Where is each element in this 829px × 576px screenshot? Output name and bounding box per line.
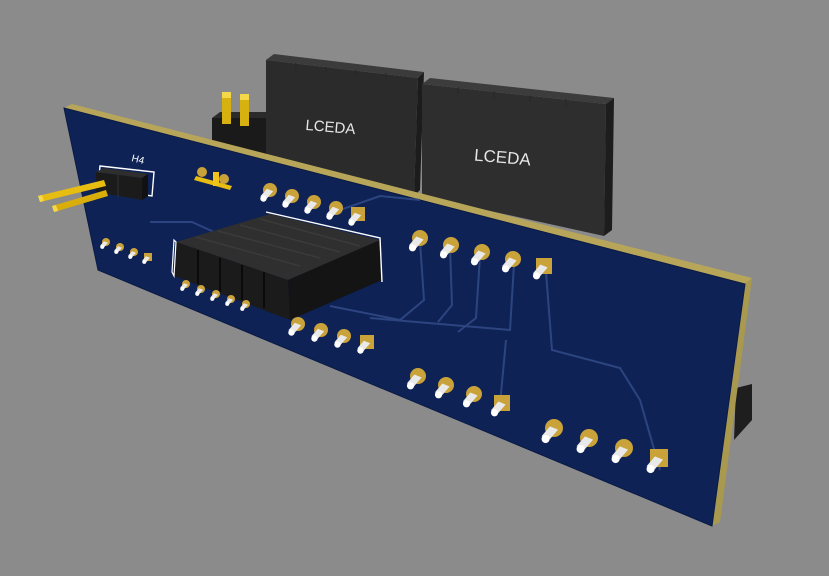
tht-pad: [142, 253, 152, 264]
h4-right-angle-header: [38, 168, 148, 212]
tht-pad: [541, 419, 563, 444]
tht-pad: [611, 439, 633, 464]
tht-pad: [282, 189, 299, 208]
tht-pad: [576, 429, 598, 454]
female-header-10pin: [171, 211, 383, 320]
tht-pad: [490, 395, 510, 417]
tht-pad: [210, 290, 220, 301]
tht-pad: [434, 377, 454, 399]
module-right-label: LCEDA: [473, 146, 532, 170]
tht-pad: [408, 230, 428, 252]
copper-traces: [150, 194, 661, 471]
rear-module-left: LCEDA: [266, 54, 424, 196]
tht-pad: [288, 317, 305, 336]
tht-pad: [225, 295, 235, 306]
tht-pad: [195, 285, 205, 296]
tht-pad: [646, 449, 668, 474]
jumper-pad-gold: [194, 167, 232, 190]
tht-pad: [406, 368, 426, 390]
tht-pad: [470, 244, 490, 266]
tht-pad: [348, 207, 365, 226]
tht-pad: [501, 251, 521, 273]
tht-pad: [326, 201, 343, 220]
tht-pad: [334, 329, 351, 348]
module-left-label: LCEDA: [305, 117, 356, 138]
tht-pad: [462, 386, 482, 408]
tht-pad: [304, 195, 321, 214]
tht-pad: [180, 280, 190, 291]
tht-pad: [439, 237, 459, 259]
rear-module-right: LCEDA: [422, 78, 614, 236]
tht-pad: [100, 238, 110, 249]
tht-pad: [128, 248, 138, 259]
designator-h4: H4: [130, 153, 145, 167]
tht-pad: [114, 243, 124, 254]
tht-pad: [260, 183, 277, 202]
tht-pad: [532, 258, 552, 280]
tht-pad: [240, 300, 250, 311]
tht-pad: [311, 323, 328, 342]
rear-block-right-edge: [734, 384, 752, 440]
tht-pad: [357, 335, 374, 354]
tht-pins: [100, 183, 668, 474]
